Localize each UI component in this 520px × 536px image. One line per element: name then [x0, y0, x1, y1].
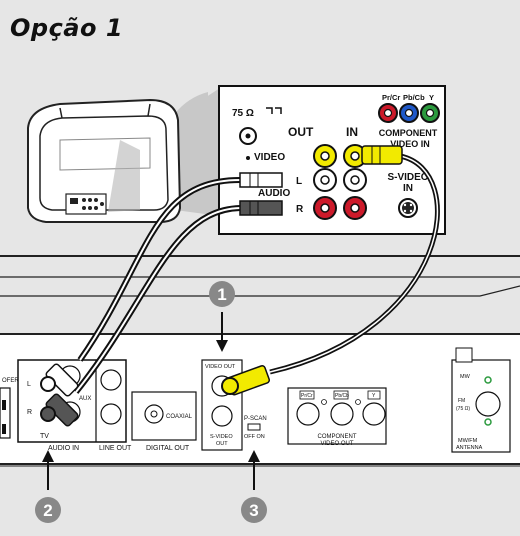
- video-plug-tv: [361, 145, 403, 165]
- svideo-out-jack[interactable]: [211, 405, 233, 427]
- audio-plug-red-player: [45, 393, 79, 427]
- y-label: Y: [429, 93, 434, 102]
- digital-out-block: COAXIAL DIGITAL OUT: [131, 391, 197, 452]
- step-arrows: [42, 312, 260, 490]
- comp-y-jack[interactable]: [362, 402, 386, 426]
- audio-in-label: AUDIO IN: [48, 445, 79, 452]
- comp-pr-label: Pr/Cr: [301, 393, 313, 399]
- subwoofer-section: OFER: [0, 378, 19, 439]
- line-out-label: LINE OUT: [99, 445, 132, 452]
- video-cable: [221, 145, 440, 396]
- step-1-label: 1: [217, 285, 226, 304]
- svideo-line1: S-VIDEO: [387, 172, 428, 183]
- step-3-label: 3: [249, 501, 258, 520]
- audio-plug-white-tv: [239, 172, 283, 188]
- step-1-badge: 1: [209, 281, 235, 307]
- antenna-block: MW FM (75 Ω) MW/FM ANTENNA: [451, 347, 511, 453]
- svideo-out-label-2: OUT: [216, 441, 228, 447]
- pr-label: Pr/Cr: [382, 93, 400, 102]
- svideo-out-label-1: S-VIDEO: [210, 434, 233, 440]
- pscan-switch[interactable]: P-SCAN OFF ON: [244, 416, 267, 440]
- off-on-label: OFF ON: [244, 434, 265, 440]
- audio-plug-white-player: [45, 363, 79, 397]
- component-line1: COMPONENT: [379, 128, 438, 138]
- video-out-label: VIDEO OUT: [205, 364, 236, 370]
- fm-label-2: (75 Ω): [456, 406, 470, 412]
- svideo-line2: IN: [403, 183, 413, 194]
- antenna-label: 75 Ω: [232, 108, 254, 119]
- component-line2: VIDEO IN: [390, 139, 430, 149]
- audio-cable: [40, 172, 283, 427]
- audio-in-r-label: R: [27, 409, 32, 416]
- step-2-label: 2: [43, 501, 52, 520]
- antenna-symbol-icon: [266, 107, 282, 114]
- coaxial-label: COAXIAL: [166, 414, 193, 420]
- component-out-label-1: COMPONENT: [318, 434, 357, 440]
- audio-in-l-label: L: [27, 381, 31, 388]
- component-out-block: Pr/Cr Pb/Cb Y COMPONENT VIDEO OUT: [287, 387, 387, 447]
- video-out-block: VIDEO OUT S-VIDEO OUT: [201, 359, 243, 451]
- in-label: IN: [346, 125, 358, 139]
- component-out-label-2: VIDEO OUT: [320, 441, 353, 447]
- audio-plug-red-tv: [239, 200, 283, 216]
- line-out-r-jack[interactable]: [100, 403, 122, 425]
- step-3-badge: 3: [241, 497, 267, 523]
- out-label: OUT: [288, 125, 314, 139]
- tv-label: TV: [40, 433, 49, 440]
- mw-label: MW: [460, 374, 471, 380]
- tv-set: [27, 98, 182, 223]
- comp-pb-jack[interactable]: [330, 402, 354, 426]
- comp-pr-jack[interactable]: [296, 402, 320, 426]
- left-label: L: [296, 176, 302, 187]
- mwfm-label-2: ANTENNA: [456, 445, 483, 451]
- audio-in-block: L R AUX TV AUDIO IN LINE OUT: [17, 359, 132, 452]
- line-out-l-jack[interactable]: [100, 369, 122, 391]
- audio-label: AUDIO: [258, 188, 290, 199]
- fm-antenna-jack[interactable]: [475, 391, 501, 417]
- right-label: R: [296, 204, 304, 215]
- comp-y-label: Y: [372, 393, 376, 399]
- woofer-label: OFER: [2, 378, 19, 384]
- digital-out-label: DIGITAL OUT: [146, 445, 190, 452]
- comp-pb-label: Pb/Cb: [335, 393, 349, 399]
- pb-label: Pb/Cb: [403, 93, 425, 102]
- tv-scart-icon: [70, 198, 78, 204]
- step-2-badge: 2: [35, 497, 61, 523]
- page-title: Opção 1: [10, 14, 124, 42]
- video-label: VIDEO: [254, 152, 285, 163]
- mwfm-label-1: MW/FM: [458, 438, 478, 444]
- aux-label: AUX: [79, 396, 91, 402]
- fm-label-1: FM: [458, 398, 465, 404]
- pscan-label: P-SCAN: [244, 416, 267, 422]
